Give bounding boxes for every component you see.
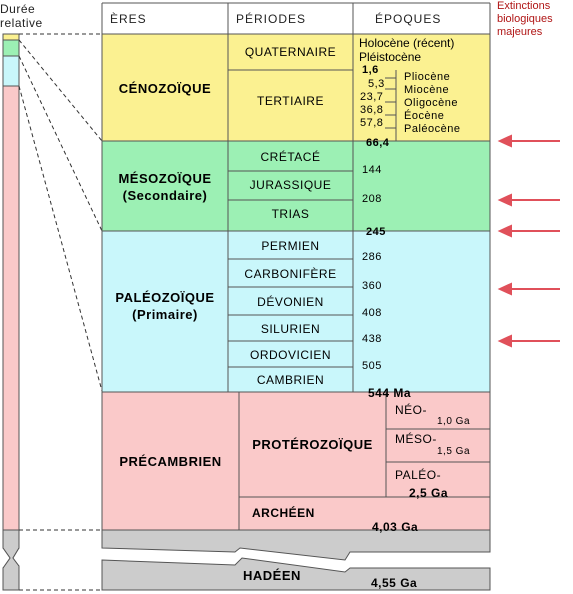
age-57-8: 57,8: [360, 117, 384, 129]
era-precambrian: PRÉCAMBRIEN: [119, 454, 222, 469]
age-144: 144: [362, 164, 382, 176]
age-36-8: 36,8: [360, 104, 384, 116]
age-66-4: 66,4: [366, 137, 390, 149]
period-jurassique: JURASSIQUE: [249, 178, 332, 192]
age-1-6: 1,6: [362, 64, 379, 76]
period-trias: TRIAS: [271, 207, 310, 221]
epoch-eocene: Éocène: [404, 110, 445, 122]
eon-hadeen: HADÉEN: [243, 568, 301, 583]
era-paleozoic-sub: (Primaire): [132, 307, 198, 322]
period-tertiaire: TERTIAIRE: [257, 94, 324, 108]
age-408: 408: [362, 307, 382, 319]
band-paleozoic: [102, 231, 490, 392]
era-paleozoic: PALÉOZOÏQUE (Primaire): [102, 289, 228, 323]
era-cenozoic: CÉNOZOÏQUE: [118, 81, 212, 96]
eon-proterozoique: PROTÉROZOÏQUE: [252, 437, 373, 452]
age-208: 208: [362, 193, 382, 205]
band-cenozoic: [102, 34, 490, 141]
period-carbonifere: CARBONIFÈRE: [244, 267, 337, 281]
epoch-paleocene: Paléocène: [404, 123, 461, 135]
epoch-holocene: Holocène (récent): [359, 36, 455, 50]
column-header-eres: ÈRES: [110, 12, 147, 26]
duration-precambrian: [2, 85, 20, 531]
subdivision-paleo: PALÉO-: [395, 468, 442, 482]
age-1-0-ga: 1,0 Ga: [437, 416, 471, 427]
age-4-55-ga: 4,55 Ga: [371, 576, 418, 590]
era-mesozoic: MÉSOZOÏQUE (Secondaire): [102, 170, 228, 204]
extinctions-label: Extinctions: [497, 0, 551, 12]
subdivision-meso: MÉSO-: [395, 432, 437, 446]
extinctions-heading: Extinctions biologiques majeures: [497, 0, 553, 39]
age-505: 505: [362, 360, 382, 372]
era-paleozoic-label: PALÉOZOÏQUE: [115, 290, 215, 305]
duration-cenozoic: [2, 33, 20, 41]
duration-label-2: relative: [0, 16, 43, 30]
age-438: 438: [362, 333, 382, 345]
duration-heading: Durée relative: [0, 2, 43, 30]
extinctions-label-3: majeures: [497, 26, 543, 38]
era-mesozoic-sub: (Secondaire): [122, 188, 208, 203]
period-quaternaire: QUATERNAIRE: [244, 45, 337, 59]
band-mesozoic: [102, 141, 490, 231]
eon-archeen: ARCHÉEN: [252, 506, 315, 520]
band-hadean-top: [101, 529, 491, 561]
period-cretace: CRÉTACÉ: [260, 150, 321, 164]
epoch-pliocene: Pliocène: [404, 71, 451, 83]
period-permien: PERMIEN: [261, 239, 320, 253]
duration-paleozoic: [2, 55, 20, 87]
subdivision-neo: NÉO-: [395, 403, 427, 417]
epoch-oligocene: Oligocène: [404, 97, 459, 109]
era-mesozoic-label: MÉSOZOÏQUE: [118, 171, 212, 186]
extinction-arrows: [497, 134, 560, 348]
column-header-periodes: PÉRIODES: [236, 12, 307, 26]
epoch-quaternary: Holocène (récent) Pléistocène: [359, 36, 454, 64]
band-precambrian: [102, 392, 490, 530]
age-4-03-ga: 4,03 Ga: [372, 520, 419, 534]
epoch-pleistocene: Pléistocène: [359, 50, 422, 64]
age-23-7: 23,7: [360, 91, 384, 103]
duration-mesozoic: [2, 39, 20, 57]
age-286: 286: [362, 251, 382, 263]
epoch-miocene: Miocène: [404, 84, 450, 96]
age-1-5-ga: 1,5 Ga: [437, 446, 471, 457]
connector-lines: [18, 33, 103, 591]
column-header-epoques: ÉPOQUES: [375, 12, 442, 26]
period-silurien: SILURIEN: [260, 322, 321, 336]
age-5-3: 5,3: [368, 78, 385, 90]
period-devonien: DÉVONIEN: [257, 295, 324, 309]
age-2-5-ga: 2,5 Ga: [409, 486, 449, 500]
age-245: 245: [366, 226, 386, 238]
age-360: 360: [362, 280, 382, 292]
duration-label: Durée: [0, 2, 36, 16]
period-cambrien: CAMBRIEN: [256, 373, 325, 387]
period-ordovicien: ORDOVICIEN: [249, 348, 331, 362]
age-544: 544 Ma: [368, 386, 412, 400]
band-hadean: [101, 557, 491, 591]
extinctions-label-2: biologiques: [497, 13, 553, 25]
